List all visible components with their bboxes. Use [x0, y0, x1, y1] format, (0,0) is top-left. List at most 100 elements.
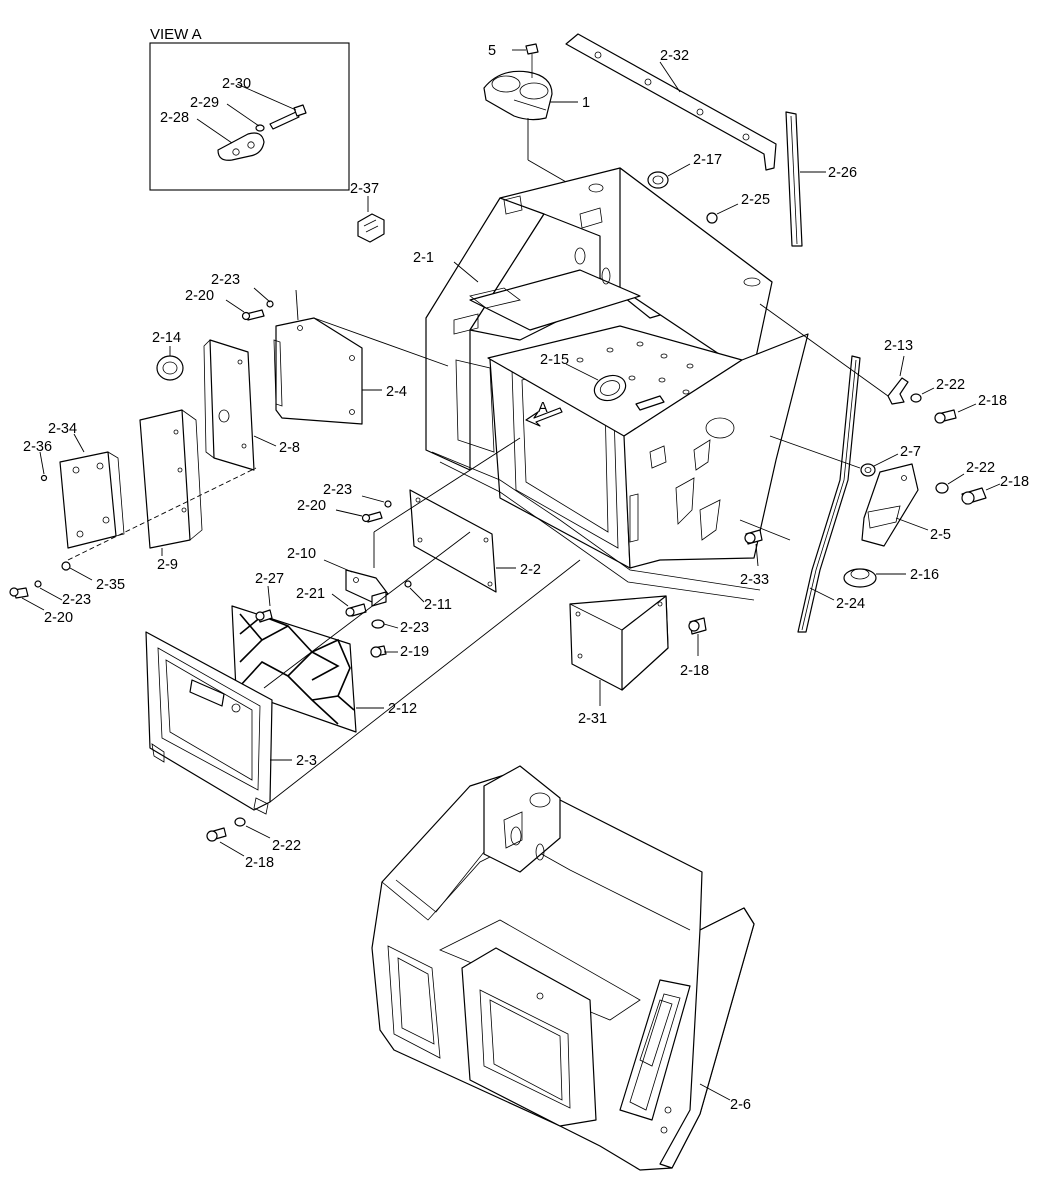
label-2-7: 2-7 — [900, 444, 921, 460]
door-2-3: 2-3 — [145, 531, 581, 815]
strip-2-32-body — [565, 33, 777, 171]
pad-2-37-body — [357, 213, 385, 243]
latch-2-13-body — [887, 377, 909, 405]
label-2-18-door: 2-18 — [245, 855, 274, 871]
bushing-2-25: 2-25 — [706, 192, 770, 224]
grommet-2-17: 2-17 — [647, 152, 722, 189]
label-2-4: 2-4 — [386, 384, 407, 400]
label-2-23-top: 2-23 — [211, 272, 240, 288]
door-handle — [189, 679, 225, 707]
mount-2-16: 2-16 — [843, 567, 939, 588]
view-a-inset: VIEW A 2-30 2-29 2-28 — [149, 26, 350, 191]
label-2-8: 2-8 — [279, 440, 300, 456]
label-2-14: 2-14 — [152, 330, 181, 346]
seal-2-24-body — [797, 355, 861, 633]
label-2-20-top: 2-20 — [185, 288, 214, 304]
panel-2-9: 2-9 — [139, 409, 203, 573]
label-2-6: 2-6 — [730, 1097, 751, 1113]
label-2-27: 2-27 — [255, 571, 284, 587]
plate-2-5: 2-5 2-7 2-22 2-18 — [769, 435, 1029, 547]
view-a-arrow — [525, 407, 563, 427]
label-2-17: 2-17 — [693, 152, 722, 168]
cup-holder-group: 5 1 — [483, 43, 590, 191]
cover-2-2: 2-2 — [409, 489, 541, 593]
label-2-18-cover: 2-18 — [680, 663, 709, 679]
panel-2-8: 2-8 — [203, 339, 300, 471]
label-2-21: 2-21 — [296, 586, 325, 602]
label-2-31: 2-31 — [578, 711, 607, 727]
label-2-22-door: 2-22 — [272, 838, 301, 854]
label-2-9: 2-9 — [157, 557, 178, 573]
label-5: 5 — [488, 43, 496, 59]
bracket-hole — [232, 148, 240, 156]
label-2-23-low: 2-23 — [400, 620, 429, 636]
label-2-18-right-b: 2-18 — [1000, 474, 1029, 490]
label-2-10: 2-10 — [287, 546, 316, 562]
bolt-head — [293, 104, 307, 117]
screw-2-33: 2-33 — [739, 519, 791, 588]
label-2-35: 2-35 — [96, 577, 125, 593]
label-2-30: 2-30 — [222, 76, 251, 92]
label-2-18-right: 2-18 — [978, 393, 1007, 409]
label-2-32: 2-32 — [660, 48, 689, 64]
label-2-11: 2-11 — [424, 597, 452, 613]
panel-2-4: 2-4 — [273, 317, 449, 425]
label-2-19: 2-19 — [400, 644, 429, 660]
label-2-24: 2-24 — [836, 596, 865, 612]
panel-2-34: 2-34 2-36 — [23, 421, 125, 549]
fasteners-2-22-2-18-door: 2-22 2-18 — [206, 817, 301, 871]
screws-2-20-2-23-mid: 2-23 2-20 — [297, 482, 392, 523]
bolt-5 — [525, 43, 539, 55]
label-2-25: 2-25 — [741, 192, 770, 208]
view-a-arrow-label: A — [538, 400, 548, 416]
bracket-hole — [247, 141, 255, 149]
bracket-2-28 — [217, 132, 265, 161]
label-2-15: 2-15 — [540, 352, 569, 368]
pad-2-37: 2-37 — [350, 181, 385, 243]
panel-2-8-body — [209, 339, 255, 471]
seal-2-26: 2-26 — [785, 111, 857, 247]
label-2-29: 2-29 — [190, 95, 219, 111]
label-2-36: 2-36 — [23, 439, 52, 455]
grommet-2-14: 2-14 — [152, 330, 184, 381]
plate-2-5-body — [861, 463, 919, 547]
label-2-26: 2-26 — [828, 165, 857, 181]
label-2-13: 2-13 — [884, 338, 913, 354]
washer-2-29 — [255, 124, 265, 132]
strip-2-32: 2-32 — [565, 33, 777, 171]
label-2-1: 2-1 — [413, 250, 434, 266]
panel-2-34-body — [59, 451, 117, 549]
bolt-2-30 — [269, 111, 300, 130]
frame-floor-shelf — [469, 269, 641, 331]
label-2-20-mid: 2-20 — [297, 498, 326, 514]
panel-2-4-body — [275, 317, 363, 425]
view-a-title: VIEW A — [150, 26, 202, 43]
label-2-5: 2-5 — [930, 527, 951, 543]
label-2-22-right-b: 2-22 — [966, 460, 995, 476]
label-2-12: 2-12 — [388, 701, 417, 717]
label-2-22-right: 2-22 — [936, 377, 965, 393]
panel-2-9-body — [139, 409, 191, 549]
cover-2-2-body — [409, 489, 497, 593]
net-2-12: 2-12 2-27 — [231, 571, 417, 733]
bracket-2-10: 2-10 2-11 2-21 2-23 2-19 — [287, 437, 521, 660]
assembly-line-left — [67, 467, 257, 561]
cup-holder-1 — [483, 70, 553, 121]
label-2-16: 2-16 — [910, 567, 939, 583]
label-2-3: 2-3 — [296, 753, 317, 769]
frame-right-side — [623, 333, 809, 569]
view-a-frame — [149, 42, 350, 191]
cover-2-31: 2-31 2-18 — [569, 595, 709, 727]
seal-2-24: 2-24 — [797, 355, 865, 633]
label-2-23-mid: 2-23 — [323, 482, 352, 498]
cab-shell-2-6: 2-6 — [371, 765, 755, 1171]
label-2-37: 2-37 — [350, 181, 379, 197]
label-2-34: 2-34 — [48, 421, 77, 437]
latch-2-13: 2-13 2-22 2-18 — [759, 303, 1007, 424]
screws-2-35-2-23-2-20: 2-35 2-23 2-20 — [9, 561, 125, 626]
label-2-33: 2-33 — [740, 572, 769, 588]
grommet-2-15: 2-15 — [540, 352, 665, 411]
label-2-28: 2-28 — [160, 110, 189, 126]
